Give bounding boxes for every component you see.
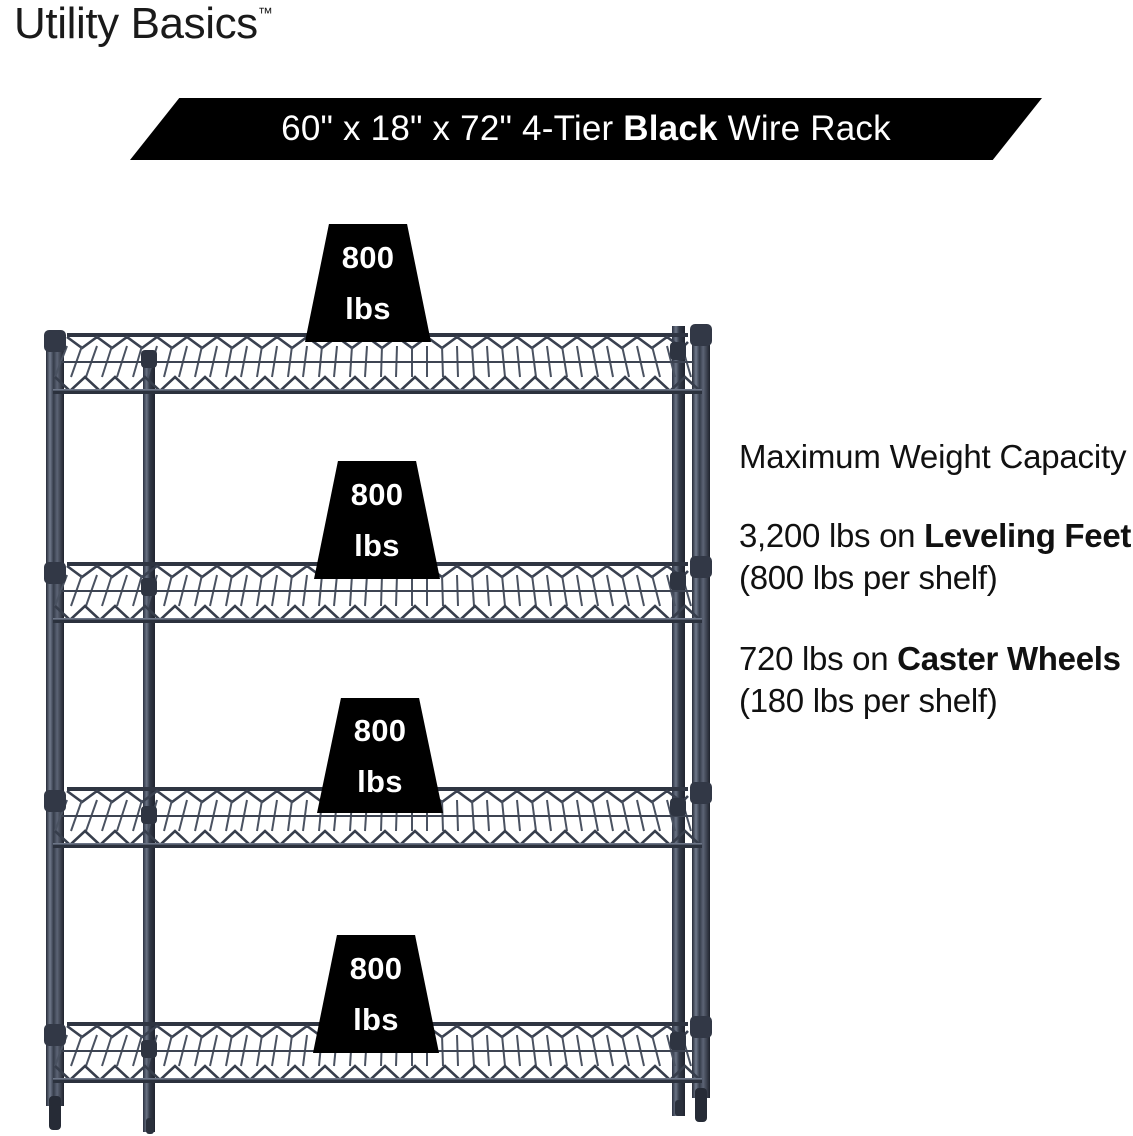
banner-text-bold: Black	[623, 108, 718, 148]
weight-badge-value: 800	[353, 712, 407, 748]
weight-badge-unit: lbs	[357, 763, 403, 799]
capacity-leveling-feet: 3,200 lbs on Leveling Feet (800 lbs per …	[739, 515, 1133, 598]
weight-badge-value: 800	[350, 477, 404, 512]
post-collars	[44, 324, 712, 1058]
capacity-heading: Maximum Weight Capacity	[739, 438, 1127, 475]
weight-badge-value: 800	[341, 240, 395, 275]
weight-badge-unit: lbs	[354, 528, 400, 563]
brand-name: Utility Basics	[14, 0, 258, 48]
brand-logo: Utility Basics™	[14, 2, 273, 46]
caster-bold: Caster Wheels	[897, 640, 1121, 678]
leveling-bold: Leveling Feet	[924, 517, 1132, 555]
weight-badge-shelf-3: 800 lbs	[317, 698, 443, 813]
banner-text-before-bold: 60" x 18" x 72" 4-Tier	[281, 108, 624, 148]
rack-front-posts	[46, 326, 710, 1106]
caster-after-bold: (180 lbs per shelf)	[739, 681, 998, 719]
caster-before-bold: 720 lbs on	[739, 640, 898, 678]
capacity-caster-wheels: 720 lbs on Caster Wheels (180 lbs per sh…	[739, 638, 1133, 721]
leveling-feet	[49, 1088, 707, 1134]
leveling-before-bold: 3,200 lbs on	[739, 517, 925, 555]
weight-badge-shelf-1: 800 lbs	[305, 224, 431, 342]
title-banner-text: 60" x 18" x 72" 4-Tier Black Wire Rack	[281, 111, 891, 148]
title-banner: 60" x 18" x 72" 4-Tier Black Wire Rack	[130, 98, 1042, 160]
trademark-symbol: ™	[257, 5, 273, 22]
weight-badge-shelf-2: 800 lbs	[314, 461, 440, 579]
leveling-after-bold: (800 lbs per shelf)	[739, 558, 998, 596]
weight-badge-unit: lbs	[345, 291, 391, 326]
capacity-info-block: Maximum Weight Capacity 3,200 lbs on Lev…	[739, 437, 1133, 762]
weight-badge-value: 800	[349, 951, 403, 986]
weight-badge-shelf-4: 800 lbs	[313, 935, 439, 1053]
weight-badge-unit: lbs	[353, 1002, 399, 1037]
rack-rear-posts	[143, 326, 685, 1132]
banner-text-after-bold: Wire Rack	[717, 108, 891, 148]
